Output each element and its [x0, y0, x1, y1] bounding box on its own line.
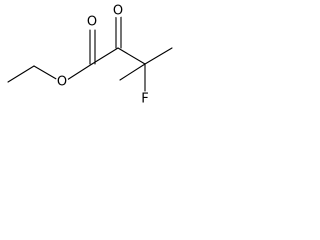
ketone-oxygen-label: O	[113, 4, 123, 19]
atom-ester-carbonyl-oxygen: O	[85, 15, 99, 30]
atom-fluorine: F	[139, 92, 151, 107]
bond-c3-methyl-left	[119, 63, 146, 81]
bond-ch3-ch2	[7, 65, 35, 83]
ester-oxygen-label: O	[57, 75, 67, 90]
ester-carbonyl-oxygen-label: O	[87, 15, 97, 30]
atom-ester-oxygen: O	[55, 75, 69, 90]
molecule-structure: O O O F	[7, 4, 173, 107]
atom-ketone-oxygen: O	[111, 4, 125, 19]
bond-c1-c2	[91, 47, 119, 65]
bond-o-ester-c1	[66, 63, 93, 81]
bond-c2-c3	[117, 47, 146, 65]
bond-ch2-o-ester	[33, 65, 59, 81]
fluorine-label: F	[141, 92, 148, 107]
bond-c3-methyl-right	[144, 47, 173, 65]
